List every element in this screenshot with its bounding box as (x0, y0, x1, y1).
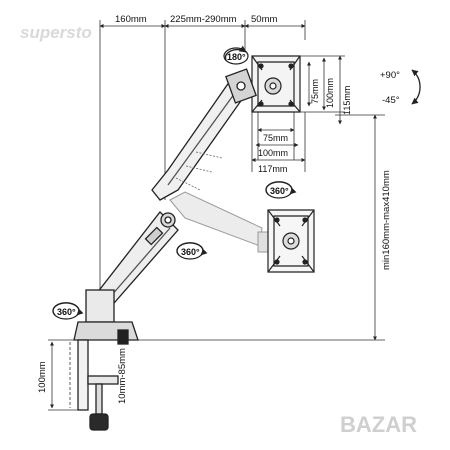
vesa-horizontal-dims (251, 112, 306, 172)
swivel-mid-icon (176, 242, 208, 260)
base-pillar: 3 (73, 289, 139, 345)
watermark-bottom: BAZAR (340, 412, 417, 437)
label-tilt-up: +90° (380, 70, 400, 81)
watermark-top: supersto (20, 23, 92, 42)
label-arm-offset: 160mm (115, 14, 147, 25)
label-vesa-inner-w: 75mm (263, 133, 288, 143)
label-vesa-offset: 50mm (251, 14, 277, 25)
label-swivel-head: 360° (270, 186, 289, 196)
label-vesa-outer-w: 100mm (258, 148, 288, 158)
top-dimension-lines (99, 20, 306, 340)
svg-text:3: 3 (120, 334, 125, 343)
label-vesa-plate-h: 115mm (342, 86, 352, 115)
vesa-plate-lower (267, 209, 315, 273)
label-height-range: min160mm-max410mm (381, 170, 392, 270)
label-vesa-outer-h: 100mm (325, 78, 335, 108)
upper-arm (151, 68, 257, 201)
label-tilt-down: -45° (382, 95, 400, 106)
label-vesa-plate-w: 117mm (258, 164, 287, 174)
swivel-base-icon (52, 302, 84, 320)
label-vesa-inner-h: 75mm (310, 79, 320, 104)
label-clamp-height: 100mm (37, 361, 48, 393)
clamp-dimension-lines (48, 339, 78, 411)
label-desk-thickness: 10mm-85mm (117, 348, 128, 404)
desk-clamp (77, 339, 119, 431)
swivel-head-icon (265, 181, 297, 199)
label-vesa-rotation: 180° (227, 52, 246, 62)
vesa-plate-upper (251, 55, 301, 113)
height-dimension-line (130, 114, 385, 341)
label-arm-reach: 225mm-290mm (170, 14, 237, 25)
tilt-arc-icon (411, 69, 421, 105)
label-swivel-base: 360° (57, 307, 76, 317)
rotate-180-icon (223, 45, 249, 65)
vesa-vertical-dims (300, 55, 345, 125)
arm-lowered-ghost (169, 191, 271, 253)
label-swivel-mid: 360° (181, 247, 200, 257)
